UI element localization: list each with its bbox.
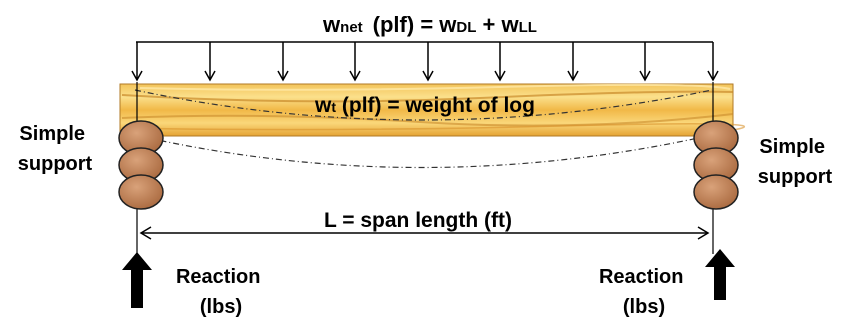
distributed-load-label: wnet(plf) = wDL + wLL bbox=[322, 12, 537, 37]
load-down-arrow-icon bbox=[277, 42, 289, 82]
right-reaction-up-arrow-icon bbox=[705, 249, 735, 300]
log-beam bbox=[119, 83, 746, 169]
span-dimension-line bbox=[139, 226, 710, 240]
left-reaction-up-arrow-icon bbox=[122, 252, 152, 308]
load-down-arrow-icon bbox=[567, 42, 579, 82]
right-roller-support-icon bbox=[693, 120, 739, 210]
log-weight-label: wt (plf) = weight of log bbox=[314, 94, 535, 117]
left-roller-support-icon bbox=[118, 120, 164, 210]
load-down-arrow-icon bbox=[707, 42, 719, 82]
right-support-label: Simple support bbox=[758, 136, 833, 188]
right-reaction-label: Reaction (lbs) bbox=[599, 266, 689, 318]
distributed-load bbox=[131, 41, 719, 82]
left-reaction-label: Reaction (lbs) bbox=[176, 266, 266, 318]
load-down-arrow-icon bbox=[494, 42, 506, 82]
span-length-label: L = span length (ft) bbox=[324, 209, 512, 232]
left-support-label: Simple support bbox=[18, 123, 93, 175]
load-down-arrow-icon bbox=[204, 42, 216, 82]
load-down-arrow-icon bbox=[422, 42, 434, 82]
load-down-arrow-icon bbox=[349, 42, 361, 82]
load-down-arrow-icon bbox=[131, 42, 143, 82]
load-down-arrow-icon bbox=[639, 42, 651, 82]
